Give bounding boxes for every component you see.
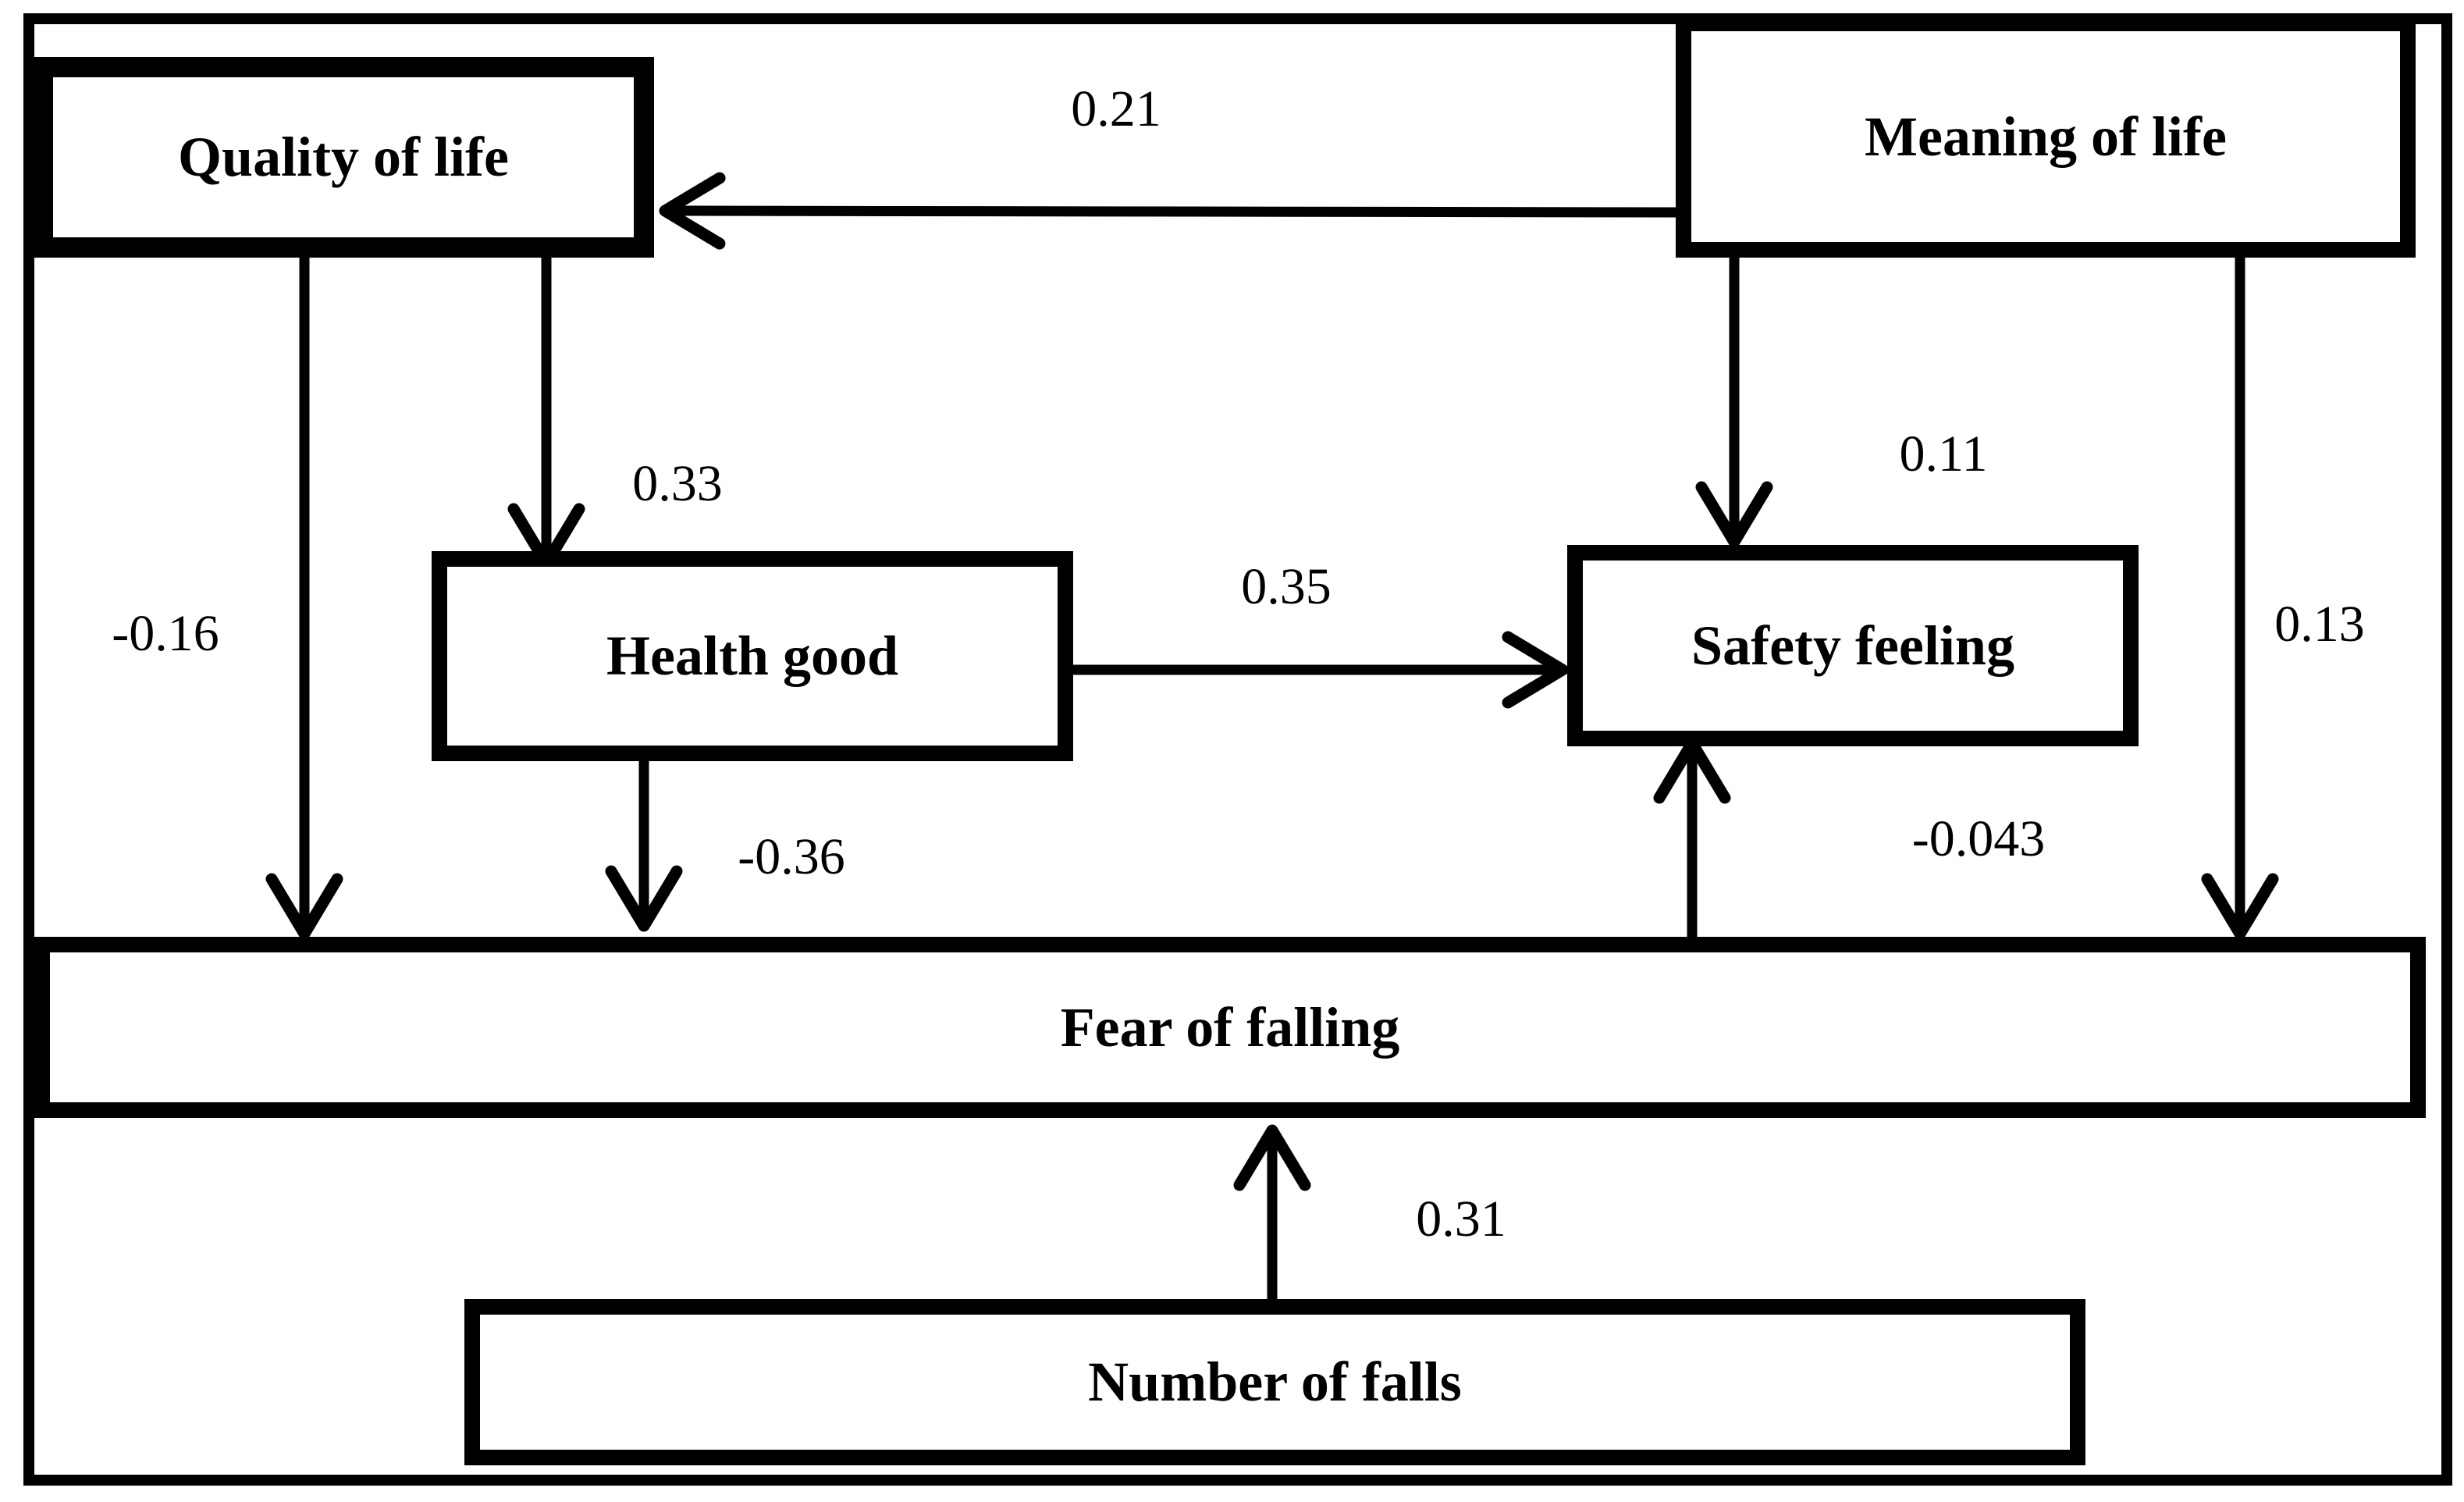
- edge-label-fear-to-safety: -0.043: [1911, 810, 2046, 867]
- node-meaning-of-life: Meaning of life: [1676, 16, 2416, 258]
- node-quality-of-life: Quality of life: [33, 57, 654, 258]
- node-safety-feeling-label: Safety feeling: [1691, 614, 2014, 677]
- edge-label-meaning-to-fear: 0.13: [2274, 596, 2365, 653]
- edge-label-quality-to-health: 0.33: [632, 455, 723, 512]
- node-fear-of-falling: Fear of falling: [34, 937, 2426, 1118]
- edge-label-meaning-to-safety: 0.11: [1899, 425, 1988, 482]
- edge-label-meaning-to-quality: 0.21: [1071, 80, 1161, 137]
- node-number-of-falls-label: Number of falls: [1088, 1351, 1462, 1413]
- node-health-good: Health good: [432, 551, 1073, 761]
- edge-label-health-to-safety: 0.35: [1241, 558, 1332, 615]
- edge-label-number-to-fear: 0.31: [1416, 1191, 1506, 1248]
- edge-label-quality-to-fear: -0.16: [112, 605, 219, 662]
- node-number-of-falls: Number of falls: [464, 1299, 2085, 1465]
- node-fear-of-falling-label: Fear of falling: [1060, 995, 1400, 1059]
- edge-line-meaning-to-quality: [659, 172, 1676, 250]
- node-health-good-label: Health good: [606, 625, 899, 687]
- edge-label-health-to-fear: -0.36: [738, 828, 845, 885]
- node-quality-of-life-label: Quality of life: [178, 126, 509, 188]
- node-safety-feeling: Safety feeling: [1567, 545, 2139, 746]
- node-meaning-of-life-label: Meaning of life: [1865, 105, 2227, 168]
